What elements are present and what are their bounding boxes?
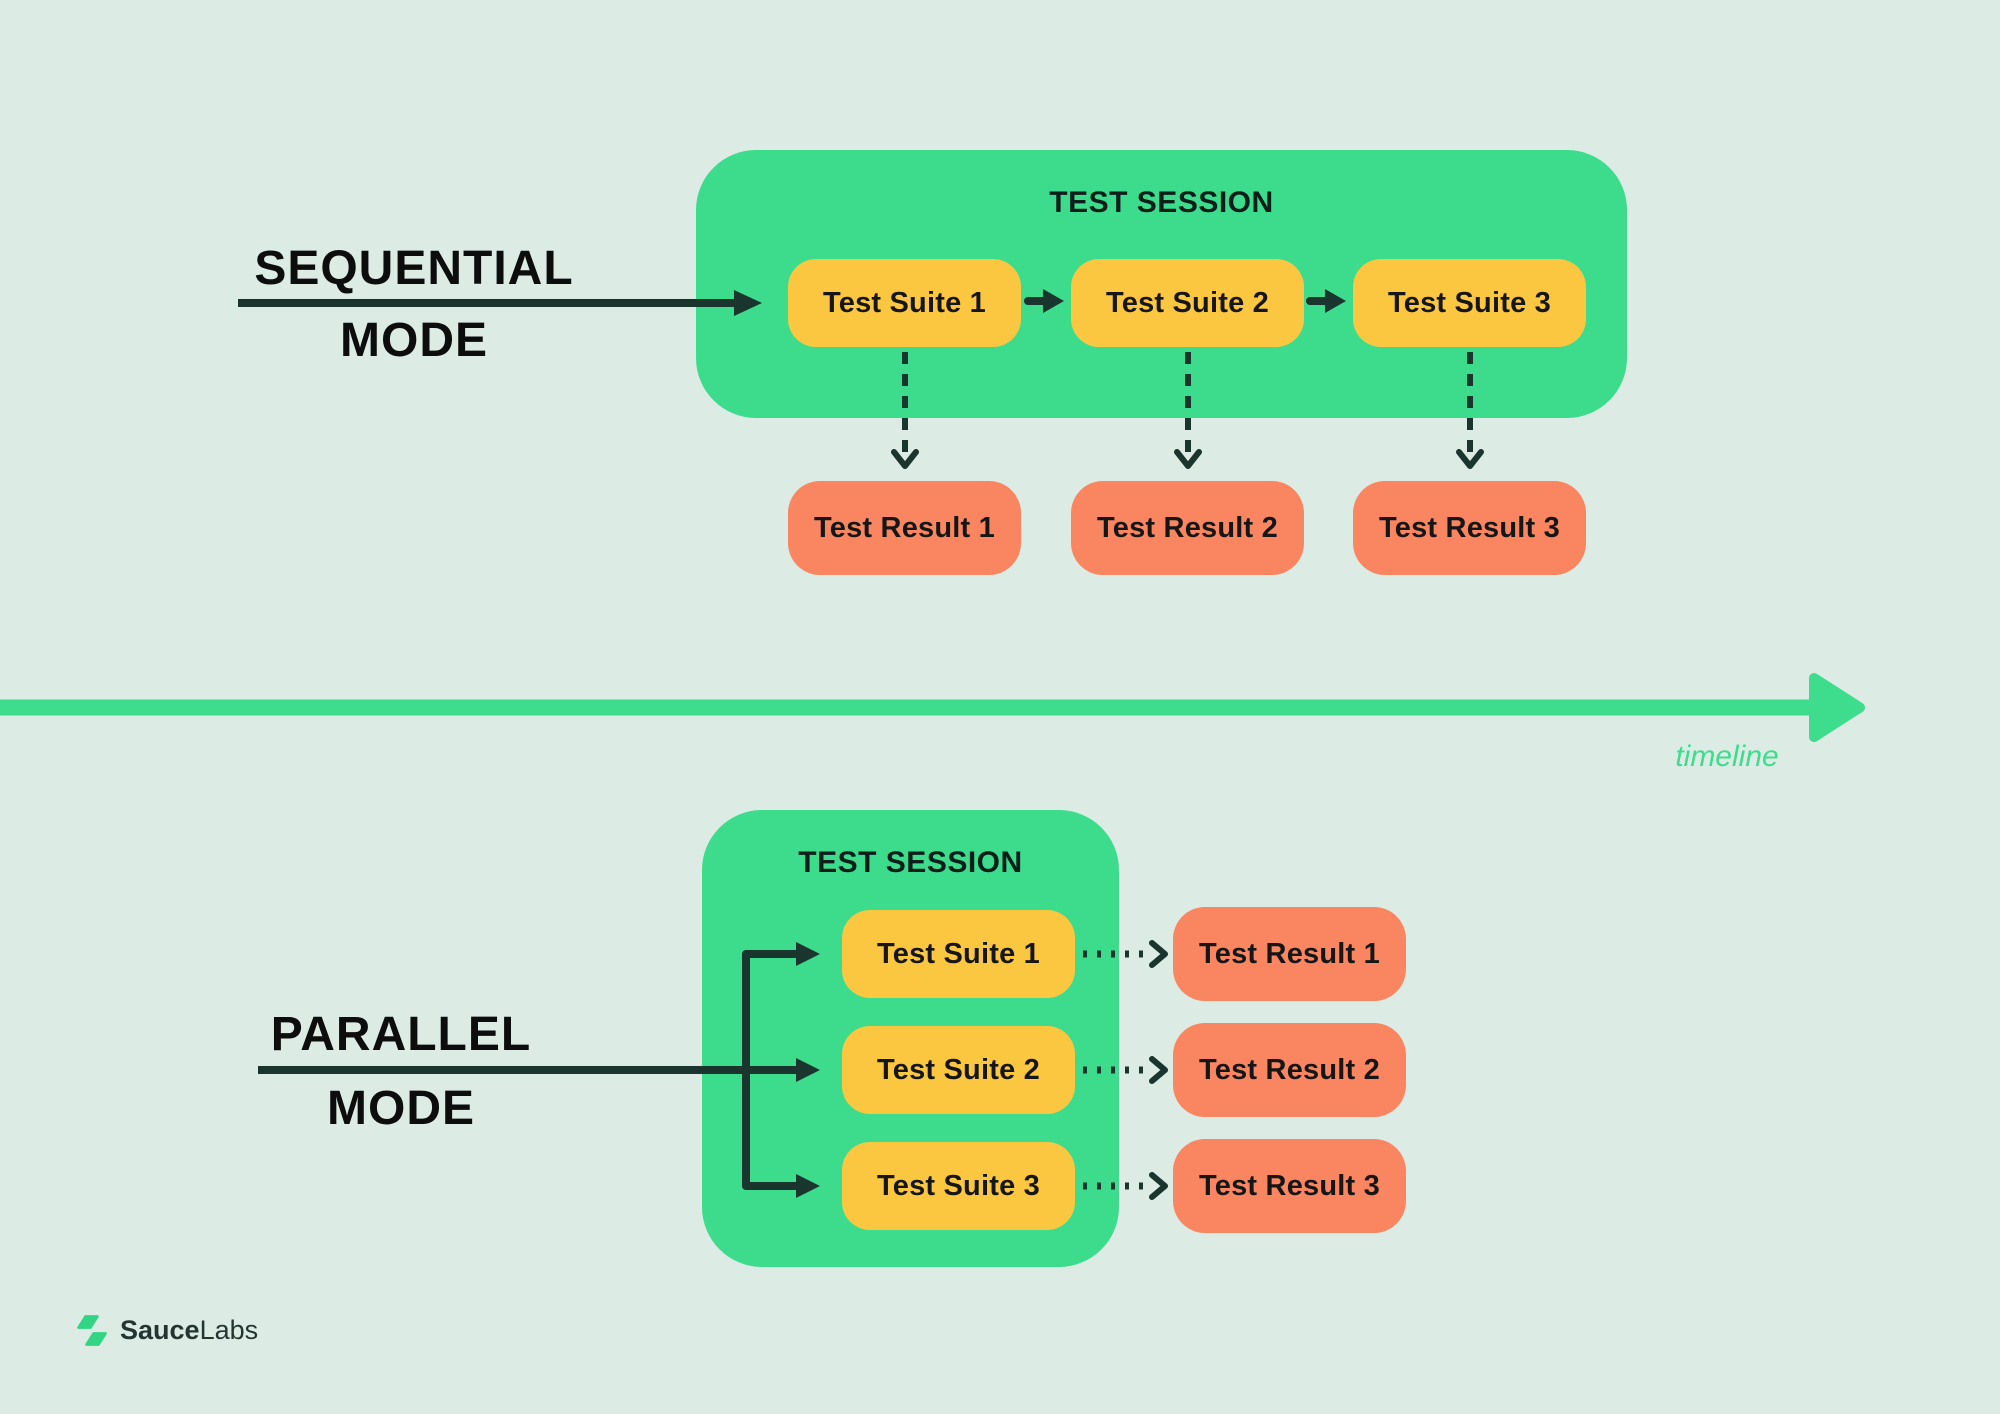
sequential-suite-2: Test Suite 2 xyxy=(1071,259,1304,347)
timeline-label: timeline xyxy=(1675,740,1779,773)
parallel-result-3: Test Result 3 xyxy=(1173,1139,1406,1233)
timeline-arrow-icon xyxy=(0,673,1865,742)
sequential-result-3: Test Result 3 xyxy=(1353,481,1586,575)
sequential-suite-3: Test Suite 3 xyxy=(1353,259,1586,347)
parallel-suite-1: Test Suite 1 xyxy=(842,910,1075,998)
parallel-result-1: Test Result 1 xyxy=(1173,907,1406,1001)
brand-text-bold: Sauce xyxy=(120,1315,200,1345)
sequential-mode-label-line2: MODE xyxy=(340,314,488,367)
sequential-mode-label-line1: SEQUENTIAL xyxy=(254,242,574,295)
parallel-suite-2: Test Suite 2 xyxy=(842,1026,1075,1114)
sauce-labs-logo-text: SauceLabs xyxy=(120,1315,258,1346)
parallel-mode-label-line2: MODE xyxy=(327,1082,475,1135)
parallel-mode-label-line1: PARALLEL xyxy=(270,1008,532,1061)
parallel-session-title: TEST SESSION xyxy=(798,846,1023,879)
sequential-result-2: Test Result 2 xyxy=(1071,481,1304,575)
sequential-result-1: Test Result 1 xyxy=(788,481,1021,575)
parallel-result-2: Test Result 2 xyxy=(1173,1023,1406,1117)
sequential-suite-1: Test Suite 1 xyxy=(788,259,1021,347)
sauce-labs-logo-icon xyxy=(77,1315,107,1346)
sequential-session-title: TEST SESSION xyxy=(1049,186,1274,219)
parallel-suite-3: Test Suite 3 xyxy=(842,1142,1075,1230)
sauce-labs-logo: SauceLabs xyxy=(75,1313,258,1348)
brand-text-light: Labs xyxy=(199,1315,259,1345)
